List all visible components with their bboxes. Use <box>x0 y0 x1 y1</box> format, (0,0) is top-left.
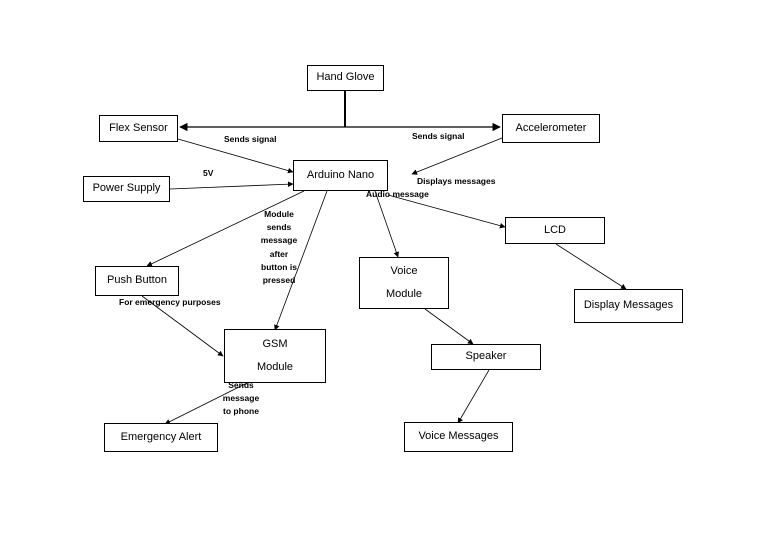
node-emergency-alert: Emergency Alert <box>104 423 218 452</box>
node-power-supply: Power Supply <box>83 176 170 202</box>
label-sends-signal-right: Sends signal <box>412 131 465 141</box>
node-accelerometer: Accelerometer <box>502 114 600 143</box>
arrow-flex-to-arduino <box>177 138 294 174</box>
arrow-lcd-to-display-messages <box>555 243 627 290</box>
arrow-voice-module-to-speaker <box>424 308 474 345</box>
label-five-volt: 5V <box>203 168 214 178</box>
arrow-gsm-to-emergency-alert <box>164 382 248 425</box>
node-gsm-module: GSM Module <box>224 329 326 383</box>
label-audio-message: Audio message <box>366 189 429 199</box>
arrow-arduino-to-lcd <box>387 194 506 229</box>
node-arduino-nano: Arduino Nano <box>293 160 388 191</box>
arrow-power-to-arduino <box>169 181 294 190</box>
label-displays-messages: Displays messages <box>417 176 496 186</box>
node-display-messages: Display Messages <box>574 289 683 323</box>
label-sends-message-to-phone: Sends message to phone <box>222 380 260 417</box>
node-flex-sensor: Flex Sensor <box>99 115 178 142</box>
arrow-arduino-to-voice-module <box>374 190 399 258</box>
arrow-arduino-to-gsm-module <box>274 190 328 331</box>
arrow-push-button-to-gsm <box>141 295 224 357</box>
arrow-accelerometer-to-arduino <box>411 137 503 175</box>
arrow-speaker-to-voice-messages <box>457 369 490 424</box>
node-hand-glove: Hand Glove <box>307 65 384 91</box>
node-voice-module: Voice Module <box>359 257 449 309</box>
node-voice-messages: Voice Messages <box>404 422 513 452</box>
label-sends-signal-left: Sends signal <box>224 134 277 144</box>
label-for-emergency-purposes: For emergency purposes <box>119 297 221 307</box>
arrow-arduino-to-push-button <box>146 190 305 267</box>
node-lcd: LCD <box>505 217 605 244</box>
node-speaker: Speaker <box>431 344 541 370</box>
node-push-button: Push Button <box>95 266 179 296</box>
label-module-sends-message: Module sends message after button is pre… <box>260 209 298 285</box>
